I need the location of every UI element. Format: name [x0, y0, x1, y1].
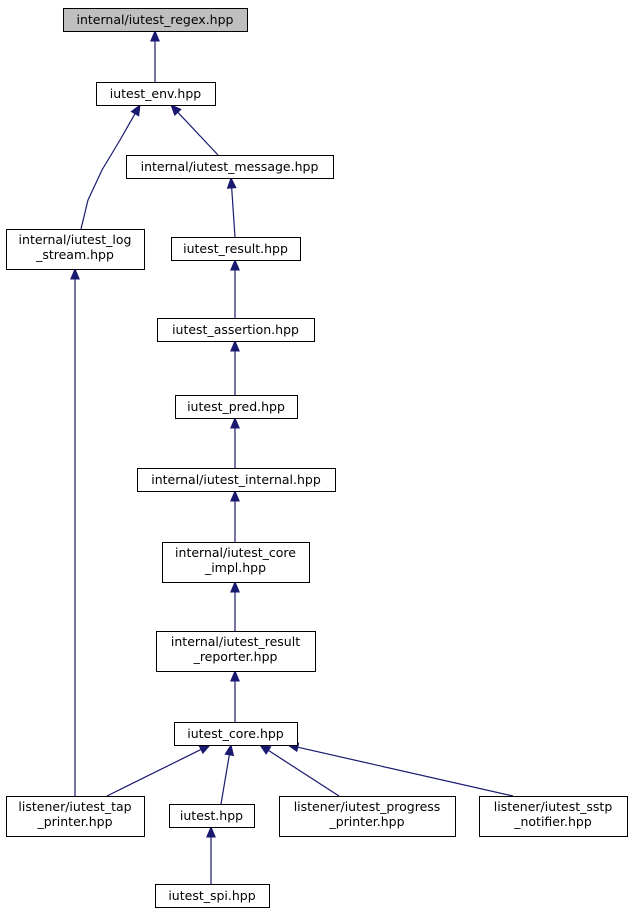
- node-box: [162, 542, 310, 583]
- node-box: [156, 631, 316, 672]
- arrow-head: [170, 104, 182, 117]
- node-label: _reporter.hpp: [193, 649, 278, 664]
- edge-line: [220, 754, 230, 805]
- edge-line: [80, 113, 136, 230]
- edge-core-to-result-reporter: [230, 669, 240, 722]
- arrow-head: [230, 489, 240, 502]
- node-label: iutest.hpp: [180, 808, 243, 823]
- node-box: [137, 468, 336, 492]
- node-env[interactable]: iutest_env.hpp: [96, 82, 216, 106]
- edge-env-to-regex: [150, 29, 160, 82]
- node-box: [175, 395, 298, 419]
- edge-core-impl-to-internal: [230, 489, 240, 542]
- node-label: internal/iutest_core: [175, 545, 296, 560]
- node-label: iutest_env.hpp: [110, 86, 202, 101]
- arrow-head: [226, 176, 237, 189]
- node-box: [155, 884, 270, 908]
- node-label: internal/iutest_log: [19, 232, 132, 247]
- node-label: internal/iutest_regex.hpp: [77, 12, 234, 27]
- node-label: _printer.hpp: [328, 814, 404, 829]
- arrow-head: [230, 580, 240, 593]
- edge-iutest-to-core: [220, 743, 235, 805]
- node-label: _printer.hpp: [36, 814, 112, 829]
- node-label: iutest_pred.hpp: [187, 399, 285, 414]
- arrow-head: [224, 743, 235, 757]
- node-box: [157, 318, 315, 342]
- edge-log-stream-to-env: [80, 103, 141, 230]
- node-label: internal/iutest_result: [171, 634, 300, 649]
- edge-assertion-to-result: [230, 258, 240, 318]
- edge-result-reporter-to-core-impl: [230, 580, 240, 631]
- node-core-impl[interactable]: internal/iutest_core_impl.hpp: [162, 542, 310, 583]
- node-box: [479, 796, 628, 837]
- node-assertion[interactable]: iutest_assertion.hpp: [157, 318, 315, 342]
- node-box: [279, 796, 456, 837]
- node-label: internal/iutest_internal.hpp: [151, 472, 321, 487]
- edge-line: [231, 187, 236, 238]
- edge-pred-to-assertion: [230, 339, 240, 395]
- arrow-head: [230, 258, 240, 271]
- arrow-head: [230, 416, 240, 429]
- edge-line: [268, 749, 340, 797]
- node-box: [171, 237, 301, 261]
- edge-spi-to-iutest: [206, 825, 216, 884]
- node-box: [6, 796, 145, 837]
- node-result[interactable]: iutest_result.hpp: [171, 237, 301, 261]
- arrow-head: [130, 103, 141, 117]
- node-label: listener/iutest_progress: [294, 799, 441, 814]
- node-label: _notifier.hpp: [513, 814, 592, 829]
- node-regex: internal/iutest_regex.hpp: [63, 8, 248, 32]
- node-sstp-notifier[interactable]: listener/iutest_sstp_notifier.hpp: [479, 796, 628, 837]
- node-spi[interactable]: iutest_spi.hpp: [155, 884, 270, 908]
- node-box: [6, 229, 145, 270]
- node-box: [126, 155, 334, 179]
- node-label: iutest_result.hpp: [183, 241, 288, 256]
- node-log-stream[interactable]: internal/iutest_log_stream.hpp: [6, 229, 145, 270]
- edge-message-to-env: [170, 104, 219, 156]
- node-label: iutest_core.hpp: [187, 726, 284, 741]
- edge-line: [177, 111, 219, 156]
- node-iutest[interactable]: iutest.hpp: [169, 804, 255, 828]
- edge-result-to-message: [226, 176, 237, 238]
- arrow-head: [230, 669, 240, 682]
- edge-line: [106, 748, 202, 797]
- node-progress-printer[interactable]: listener/iutest_progress_printer.hpp: [279, 796, 456, 837]
- edges-layer: [70, 29, 514, 884]
- node-pred[interactable]: iutest_pred.hpp: [175, 395, 298, 419]
- arrow-head: [198, 744, 212, 755]
- node-box: [63, 8, 248, 32]
- edge-tap-printer-to-core: [106, 744, 212, 797]
- node-label: listener/iutest_sstp: [494, 799, 613, 814]
- node-internal[interactable]: internal/iutest_internal.hpp: [137, 468, 336, 492]
- node-box: [96, 82, 216, 106]
- node-label: _impl.hpp: [204, 560, 266, 575]
- node-label: iutest_assertion.hpp: [172, 322, 299, 337]
- arrow-head: [230, 339, 240, 352]
- node-label: internal/iutest_message.hpp: [141, 159, 319, 174]
- node-result-reporter[interactable]: internal/iutest_result_reporter.hpp: [156, 631, 316, 672]
- node-core[interactable]: iutest_core.hpp: [174, 722, 298, 746]
- edge-progress-printer-to-core: [258, 744, 340, 797]
- edge-tap-printer-to-log-stream: [70, 267, 80, 796]
- arrow-head: [150, 29, 160, 42]
- node-tap-printer[interactable]: listener/iutest_tap_printer.hpp: [6, 796, 145, 837]
- node-box: [169, 804, 255, 828]
- arrow-head: [258, 744, 272, 755]
- arrow-head: [70, 267, 80, 280]
- nodes-layer: internal/iutest_regex.hpp iutest_env.hppi…: [6, 8, 628, 908]
- arrow-head: [206, 825, 216, 838]
- edge-sstp-notifier-to-core: [286, 742, 514, 797]
- edge-internal-to-pred: [230, 416, 240, 468]
- node-label: iutest_spi.hpp: [168, 888, 255, 903]
- node-label: _stream.hpp: [35, 247, 114, 262]
- node-label: listener/iutest_tap: [18, 799, 131, 814]
- edge-line: [297, 746, 514, 797]
- node-message[interactable]: internal/iutest_message.hpp: [126, 155, 334, 179]
- node-box: [174, 722, 298, 746]
